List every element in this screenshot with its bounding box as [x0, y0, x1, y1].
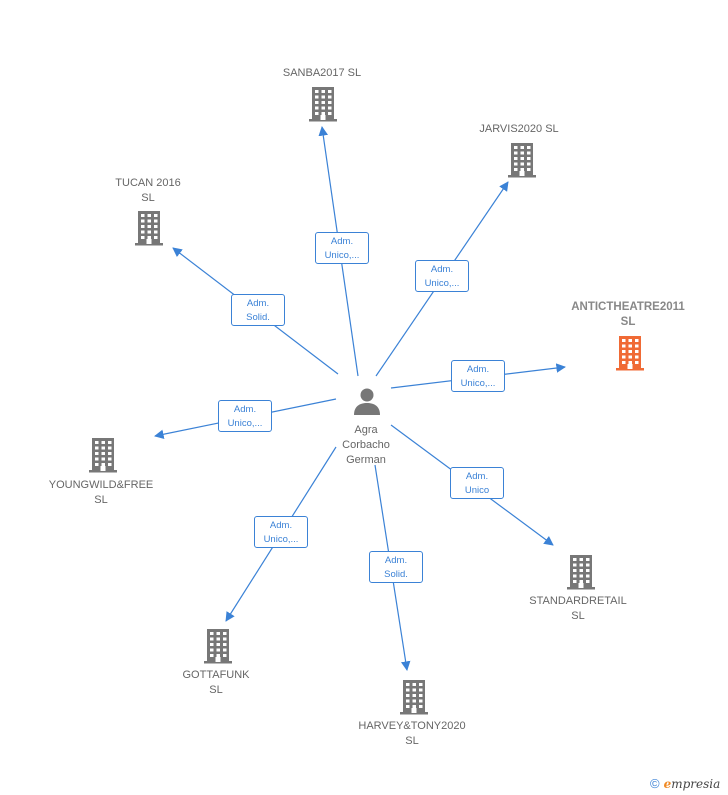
- building-icon-standard[interactable]: [566, 554, 596, 590]
- company-label-youngwild[interactable]: YOUNGWILD&FREE SL: [49, 478, 154, 508]
- role-label-tucan[interactable]: Adm. Solid.: [231, 294, 285, 326]
- building-icon-harvey[interactable]: [399, 679, 429, 715]
- role-label-line: Adm.: [233, 404, 257, 415]
- role-label-line: Adm.: [466, 364, 490, 375]
- role-label-line: Adm.: [246, 298, 270, 309]
- company-label-gottafunk[interactable]: GOTTAFUNK SL: [182, 668, 249, 698]
- role-label-line: Adm.: [330, 236, 354, 247]
- company-label-line: HARVEY&TONY2020: [358, 720, 466, 732]
- role-label-antic[interactable]: Adm. Unico,...: [451, 360, 505, 392]
- role-label-line: Unico,...: [227, 418, 263, 429]
- company-label-line: SL: [94, 494, 108, 506]
- role-label-line: Adm.: [465, 471, 489, 482]
- person-name-line-2: Corbacho: [342, 439, 390, 451]
- building-icon-tucan[interactable]: [134, 210, 164, 246]
- company-label-line: STANDARDRETAIL: [529, 595, 627, 607]
- company-label-jarvis[interactable]: JARVIS2020 SL: [479, 122, 558, 137]
- role-label-gottafunk[interactable]: Adm. Unico,...: [254, 516, 308, 548]
- company-label-line: TUCAN 2016: [115, 177, 181, 189]
- role-label-line: Solid.: [246, 312, 270, 323]
- copyright-icon: ©: [650, 776, 660, 791]
- company-label-line: SL: [141, 192, 155, 204]
- company-label-line: SL: [209, 684, 223, 696]
- company-label-line: SANBA2017 SL: [282, 67, 362, 79]
- company-label-line: SL: [620, 316, 636, 328]
- role-label-line: Unico,...: [263, 534, 299, 545]
- role-label-line: Solid.: [384, 569, 408, 580]
- company-label-line: ANTICTHEATRE2011: [571, 301, 685, 313]
- company-label-standard[interactable]: STANDARDRETAIL SL: [529, 594, 626, 624]
- person-icon: [354, 388, 380, 415]
- company-label-line: SL: [571, 610, 585, 622]
- role-label-harvey[interactable]: Adm. Solid.: [369, 551, 423, 583]
- company-label-line: YOUNGWILD&FREE: [48, 479, 154, 491]
- building-icon-gottafunk[interactable]: [203, 628, 233, 664]
- person-name-line-1: Agra: [354, 424, 378, 436]
- building-icon-antic[interactable]: [615, 335, 645, 371]
- building-icon-sanba[interactable]: [308, 86, 338, 122]
- role-label-standard[interactable]: Adm. Unico: [450, 467, 504, 499]
- role-label-line: Unico: [464, 485, 490, 496]
- role-label-sanba[interactable]: Adm. Unico,...: [315, 232, 369, 264]
- building-icon-youngwild[interactable]: [88, 437, 118, 473]
- role-label-line: Adm.: [430, 264, 454, 275]
- company-label-line: GOTTAFUNK: [182, 669, 250, 681]
- role-label-line: Unico,...: [424, 278, 460, 289]
- role-label-line: Adm.: [269, 520, 293, 531]
- company-label-line: SL: [405, 735, 419, 747]
- role-label-jarvis[interactable]: Adm. Unico,...: [415, 260, 469, 292]
- copyright-footer: © empresia: [650, 776, 720, 791]
- company-label-line: JARVIS2020 SL: [479, 123, 559, 135]
- person-name[interactable]: Agra Corbacho German: [342, 423, 390, 468]
- role-label-line: Adm.: [384, 555, 408, 566]
- company-label-sanba[interactable]: SANBA2017 SL: [283, 66, 361, 81]
- role-label-line: Unico,...: [460, 378, 496, 389]
- brand-logo[interactable]: empresia: [663, 776, 721, 791]
- person-name-line-3: German: [346, 454, 386, 466]
- building-icon-jarvis[interactable]: [507, 142, 537, 178]
- role-label-youngwild[interactable]: Adm. Unico,...: [218, 400, 272, 432]
- role-label-line: Unico,...: [324, 250, 360, 261]
